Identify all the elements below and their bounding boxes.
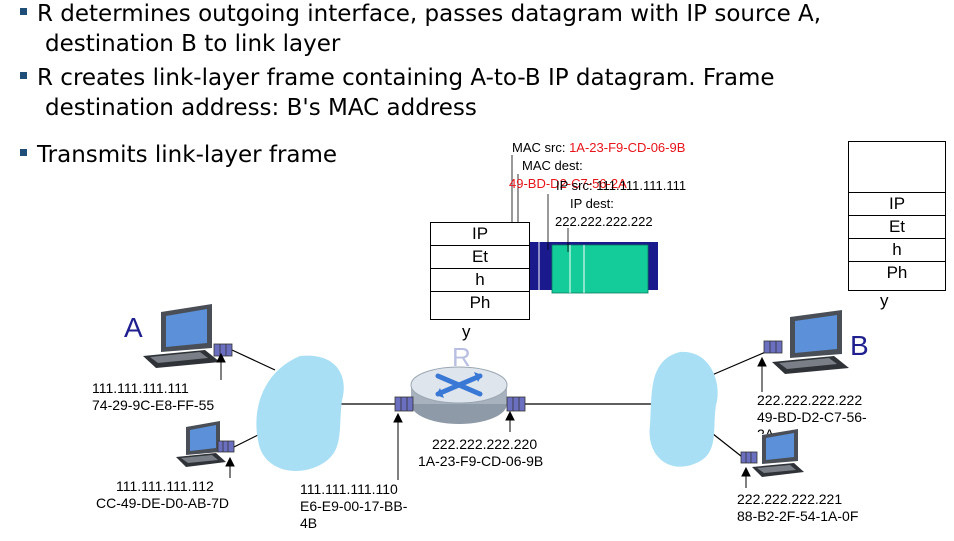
- router-right-interface: [506, 396, 526, 412]
- host-b2-mac: 88-B2-2F-54-1A-0F: [737, 508, 859, 524]
- router-protocol-stack: IP Et h Ph: [430, 222, 530, 320]
- router-right-ip: 222.222.222.220: [432, 436, 538, 452]
- host-a-label: A: [124, 312, 143, 343]
- ip-dest-value: 222.222.222.222: [555, 214, 653, 229]
- stack-layer: [849, 167, 945, 193]
- router-right-mac: 1A-23-F9-CD-06-9B: [418, 453, 544, 469]
- host-b-mac-1: 49-BD-D2-C7-56-: [757, 409, 867, 425]
- ip-src-value: 111.111.111.111: [596, 178, 687, 193]
- host-a2-address: 111.111.111.112 CC-49-DE-D0-AB-7D: [96, 478, 229, 512]
- router-stack-overflow: y: [462, 322, 471, 341]
- host-a-mac: 74-29-9C-E8-FF-55: [92, 397, 215, 413]
- link-b2-subnet: [707, 429, 747, 461]
- bullet-2-cont: destination address: B's MAC address: [45, 94, 477, 122]
- router-left-ip: 111.111.111.110: [300, 481, 398, 497]
- host-a2-mac: CC-49-DE-D0-AB-7D: [96, 495, 230, 511]
- stack-layer: Ph: [469, 293, 491, 312]
- bullet-3-line1: Transmits link-layer frame: [37, 142, 338, 168]
- mac-dest-label: MAC dest:: [522, 158, 583, 173]
- router-left-mac-1: E6-E9-00-17-BB-: [300, 498, 408, 514]
- link-layer-frame: [512, 242, 658, 294]
- bullet-marker: [20, 8, 27, 15]
- host-b2-address: 222.222.222.221 88-B2-2F-54-1A-0F: [737, 491, 858, 525]
- ip-src-annotation: IP src: 111.111.111.111: [556, 178, 686, 193]
- router-left-interface: [394, 396, 414, 412]
- host-b-computer-icon: [772, 310, 849, 374]
- stack-layer: [849, 142, 945, 167]
- bullet-2-line2: destination address: B's MAC address: [45, 95, 477, 121]
- link-a-subnet: [231, 349, 276, 371]
- host-b2-ip: 222.222.222.221: [737, 491, 843, 507]
- right-subnet-cloud: [649, 351, 718, 467]
- host-a-computer-icon: [143, 304, 220, 368]
- stack-layer: IP: [431, 223, 529, 246]
- router-icon: [410, 366, 508, 424]
- host-a2-interface: [217, 440, 235, 453]
- stack-layer: Ph: [886, 263, 908, 282]
- stack-layer: Et: [431, 246, 529, 269]
- stack-layer: IP: [849, 193, 945, 216]
- mac-src-label: MAC src:: [512, 140, 566, 155]
- bullet-2: R creates link-layer frame containing A-…: [20, 64, 775, 92]
- host-b-address: 222.222.222.222 49-BD-D2-C7-56- 2A: [757, 392, 867, 434]
- host-b-mac-2: 2A: [757, 426, 775, 434]
- router-left-address: 111.111.111.110 E6-E9-00-17-BB- 4B: [300, 481, 407, 532]
- ip-dest-label: IP dest:: [570, 196, 614, 211]
- host-a-address: 111.111.111.111 74-29-9C-E8-FF-55: [92, 380, 214, 414]
- host-b2-computer-icon: [752, 429, 804, 477]
- bullet-1-line1: R determines outgoing interface, passes …: [37, 1, 822, 27]
- host-b-interface: [763, 340, 783, 354]
- router-label: R: [452, 342, 471, 372]
- mac-dest-value: 49-BD-D2-C7-56-2A: [509, 176, 627, 191]
- bullet-marker: [20, 72, 27, 79]
- router-right-address: 222.222.222.220 1A-23-F9-CD-06-9B: [418, 436, 543, 470]
- host-a-ip: 111.111.111.111: [92, 380, 189, 396]
- bullet-1: R determines outgoing interface, passes …: [20, 0, 821, 28]
- host-b-label: B: [850, 330, 869, 361]
- bullet-3: Transmits link-layer frame: [20, 141, 337, 169]
- stack-layer: h: [849, 239, 945, 262]
- host-b-ip: 222.222.222.222: [757, 392, 863, 408]
- host-a2-ip: 111.111.111.112: [116, 478, 214, 494]
- host-b-protocol-stack: IP Et h Ph: [848, 141, 946, 291]
- bullet-1-cont: destination B to link layer: [45, 30, 340, 58]
- left-subnet-cloud: [256, 355, 344, 472]
- host-a2-computer-icon: [176, 421, 226, 467]
- stack-layer: Et: [849, 216, 945, 239]
- ip-src-label: IP src:: [556, 178, 593, 193]
- address-arrows: [216, 352, 767, 488]
- router-left-mac-2: 4B: [300, 515, 318, 531]
- bullet-2-line1: R creates link-layer frame containing A-…: [37, 65, 775, 91]
- mac-src-annotation: MAC src: 1A-23-F9-CD-06-9B: [512, 140, 685, 155]
- mac-src-value: 1A-23-F9-CD-06-9B: [569, 140, 686, 155]
- stack-layer: h: [431, 269, 529, 292]
- bullet-1-line2: destination B to link layer: [45, 31, 341, 57]
- host-b-stack-overflow: y: [880, 291, 889, 310]
- host-b2-interface: [740, 451, 758, 464]
- bullet-marker: [20, 149, 27, 156]
- host-a-interface: [213, 343, 233, 357]
